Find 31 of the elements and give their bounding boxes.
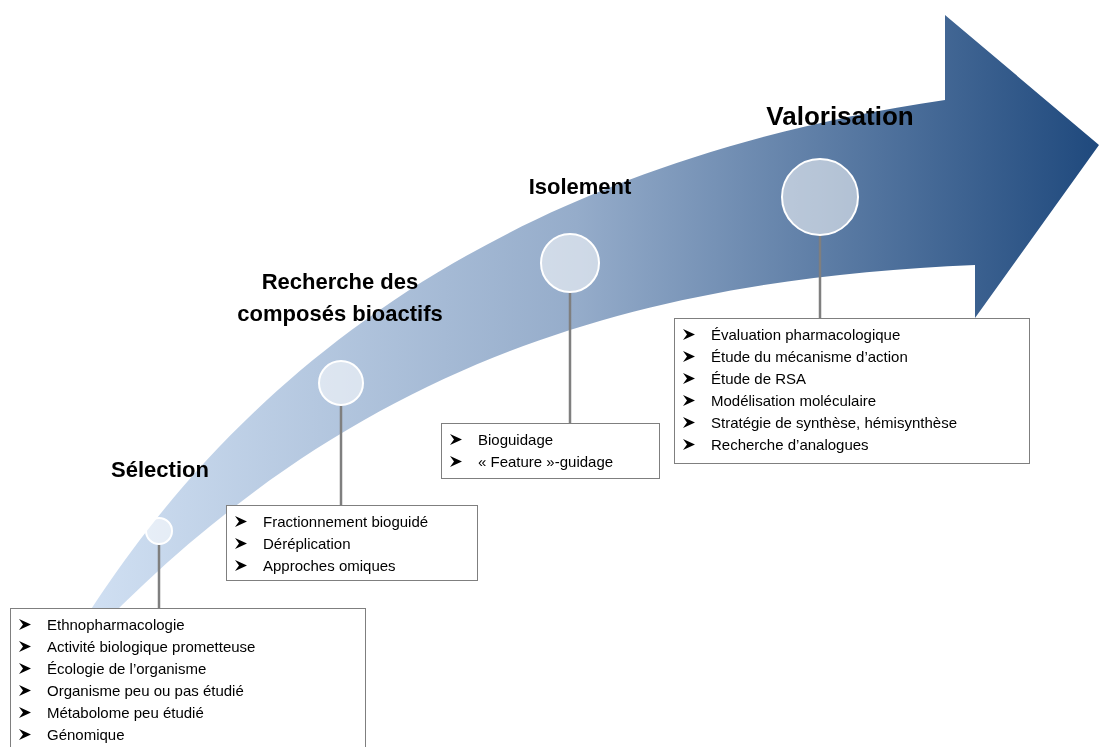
list-box xyxy=(226,505,478,581)
list-box xyxy=(10,608,366,747)
list-box xyxy=(441,423,660,479)
list-item: Déréplication xyxy=(263,534,351,552)
stage-heading: Isolement xyxy=(527,173,633,201)
list-item: Métabolome peu étudié xyxy=(47,703,204,721)
leader-line xyxy=(568,293,572,423)
list-item: « Feature »-guidage xyxy=(478,452,614,470)
stage-heading: Sélection xyxy=(110,456,210,484)
list-item: Étude du mécanisme d’action xyxy=(711,347,908,365)
list-item: Organisme peu ou pas étudié xyxy=(47,681,244,699)
list-item: Modélisation moléculaire xyxy=(711,391,877,409)
stage-circle xyxy=(318,360,364,406)
list-item: Stratégie de synthèse, hémisynthèse xyxy=(711,413,957,431)
stage-circle xyxy=(540,233,600,293)
leader-line xyxy=(339,406,343,505)
stage-heading: Recherche des composés bioactifs xyxy=(236,268,444,328)
list-item: Étude de RSA xyxy=(711,369,807,387)
list-item: Fractionnement bioguidé xyxy=(263,512,429,530)
list-item: Ethnopharmacologie xyxy=(47,615,185,633)
list-box xyxy=(674,318,1030,464)
list-item: Recherche d’analogues xyxy=(711,435,869,453)
list-item: Écologie de l’organisme xyxy=(47,659,207,677)
list-item: Activité biologique prometteuse xyxy=(47,637,256,655)
leader-line xyxy=(818,236,822,318)
list-item: Génomique xyxy=(47,725,125,743)
list-item: Bioguidage xyxy=(478,430,554,448)
list-item: Évaluation pharmacologique xyxy=(711,325,901,343)
leader-line xyxy=(157,545,161,608)
stage-circle xyxy=(145,517,173,545)
list-item: Approches omiques xyxy=(263,556,396,574)
